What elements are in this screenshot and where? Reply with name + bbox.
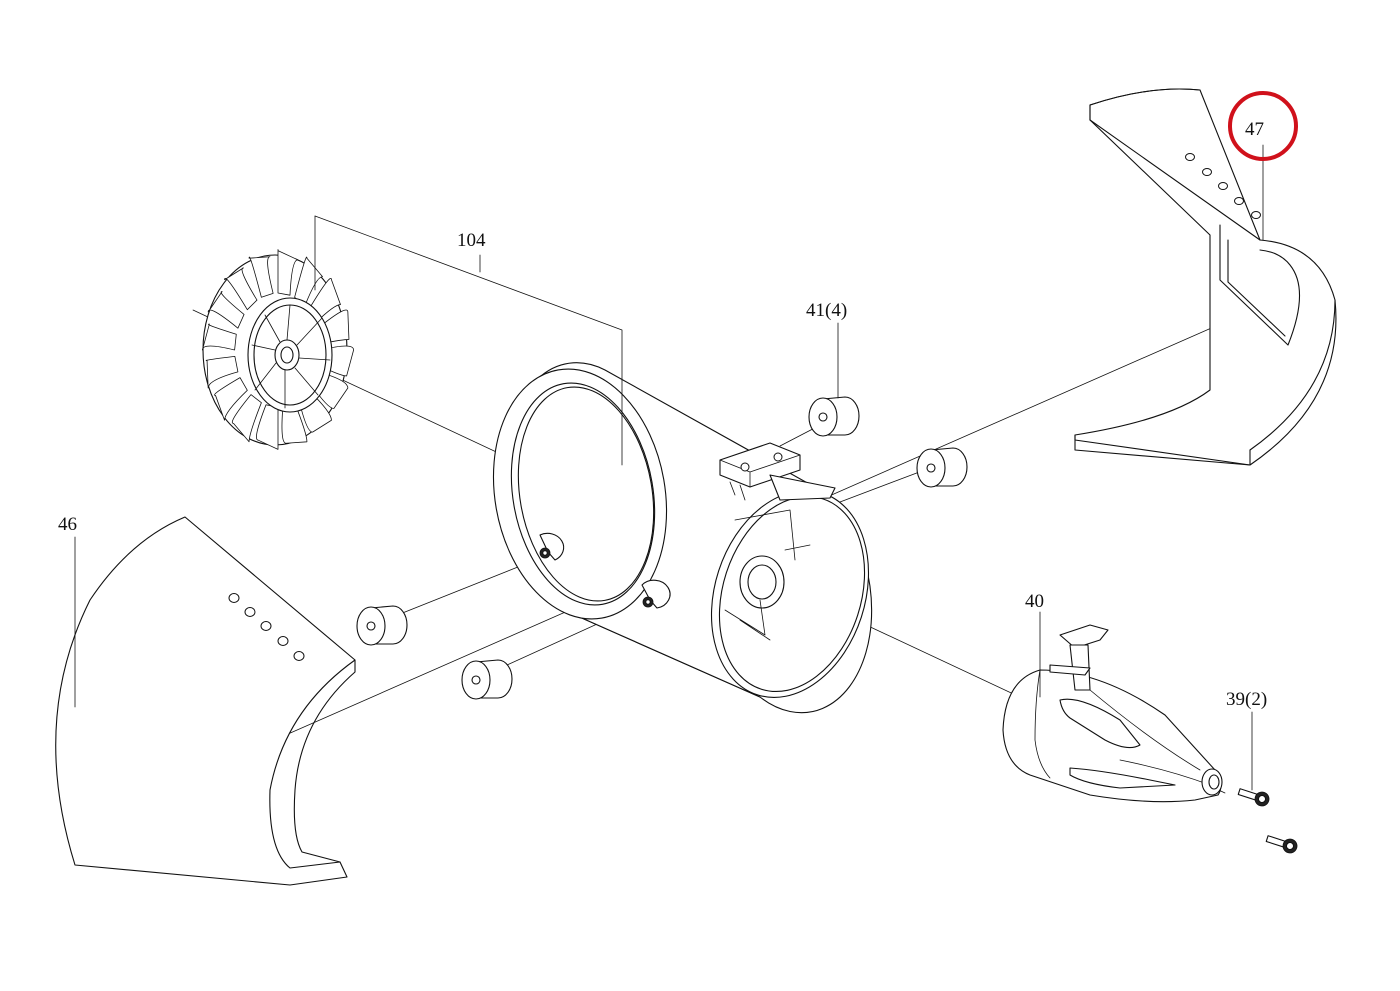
fan-blade	[277, 249, 299, 296]
fan-blade	[256, 404, 279, 450]
label-41: 41(4)	[806, 300, 847, 321]
highlight-circle	[1228, 91, 1298, 161]
label-39: 39(2)	[1226, 689, 1267, 710]
screws	[1237, 711, 1298, 854]
label-47: 47	[1245, 119, 1264, 140]
right-housing-half	[1074, 88, 1337, 466]
nose-cone	[1002, 611, 1223, 803]
fan-blade	[281, 402, 308, 444]
label-40: 40	[1025, 591, 1044, 612]
fan-blade	[224, 267, 258, 311]
fan-blade	[231, 394, 262, 443]
motor-housing	[492, 362, 873, 714]
left-housing-half	[55, 516, 356, 886]
fan-blade	[214, 377, 248, 421]
fan-blade	[294, 256, 323, 306]
fan-impeller	[202, 249, 354, 450]
label-46: 46	[58, 514, 77, 535]
fan-blade	[202, 323, 237, 351]
fan-blade	[205, 356, 239, 389]
fan-blade	[207, 291, 245, 329]
label-104: 104	[457, 230, 486, 251]
fan-blade	[248, 256, 274, 298]
rubber-bushings	[356, 396, 968, 700]
